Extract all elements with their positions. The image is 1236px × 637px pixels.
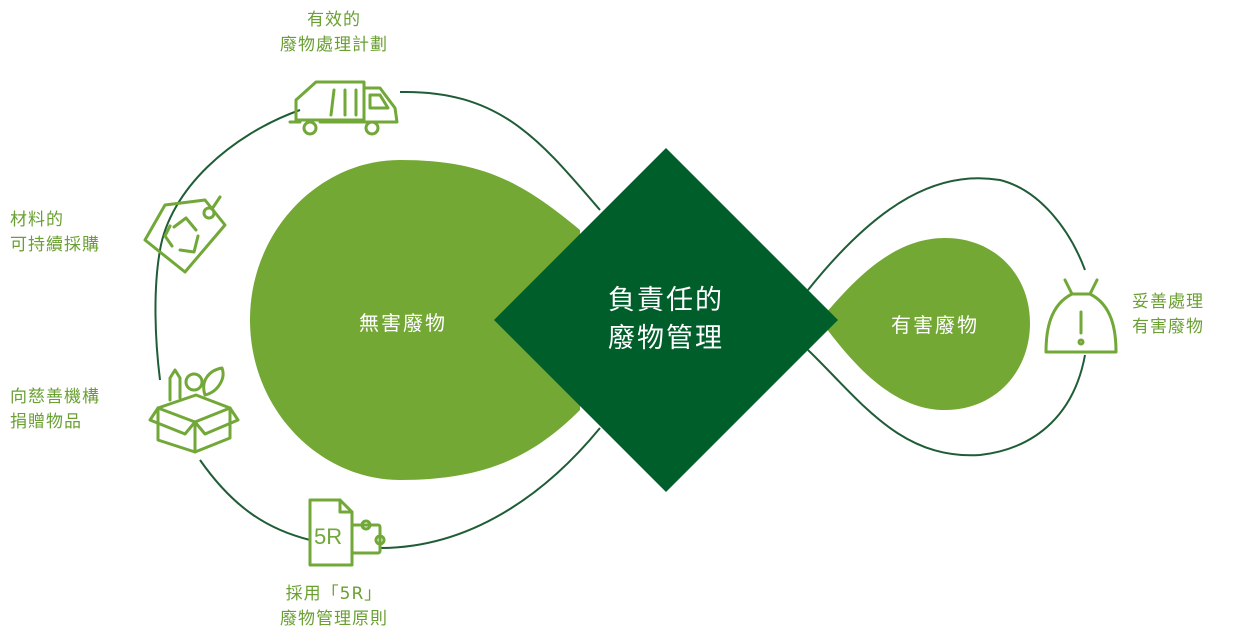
garbage-truck-icon [288,80,399,136]
label-5r-line2: 廢物管理原則 [280,609,388,629]
label-hazardous-line2: 有害廢物 [1132,317,1204,337]
hazard-bag-icon [1044,278,1118,354]
label-hazardous-line1: 妥善處理 [1132,292,1204,312]
label-procurement-line1: 材料的 [10,210,64,230]
left-loop-line [154,90,601,549]
center-title-line2: 廢物管理 [608,323,724,354]
label-donation: 向慈善機構 捐贈物品 [10,385,100,435]
label-donation-line2: 捐贈物品 [10,412,82,432]
label-5r-line1: 採用「5R」 [285,584,383,604]
donation-box-icon [148,366,240,454]
left-circle-label: 無害廢物 [359,311,447,335]
right-circle [820,238,1030,410]
5r-document-icon [308,498,386,567]
label-waste-plan: 有效的 廢物處理計劃 [254,8,414,58]
recycle-tag-icon [143,195,227,274]
label-waste-plan-line2: 廢物處理計劃 [280,35,388,55]
label-procurement: 材料的 可持續採購 [10,208,100,258]
center-diamond [494,148,838,492]
right-circle-label: 有害廢物 [891,313,979,337]
label-waste-plan-line1: 有效的 [307,10,361,30]
5r-icon-text: 5R [314,524,342,549]
label-hazardous-disposal: 妥善處理 有害廢物 [1132,290,1204,340]
label-procurement-line2: 可持續採購 [10,235,100,255]
center-title-line1: 負責任的 [608,285,724,316]
left-circle [250,160,580,480]
label-donation-line1: 向慈善機構 [10,387,100,407]
right-loop-line [807,177,1086,457]
center-title: 負責任的 廢物管理 [586,282,746,358]
label-5r: 採用「5R」 廢物管理原則 [254,582,414,632]
